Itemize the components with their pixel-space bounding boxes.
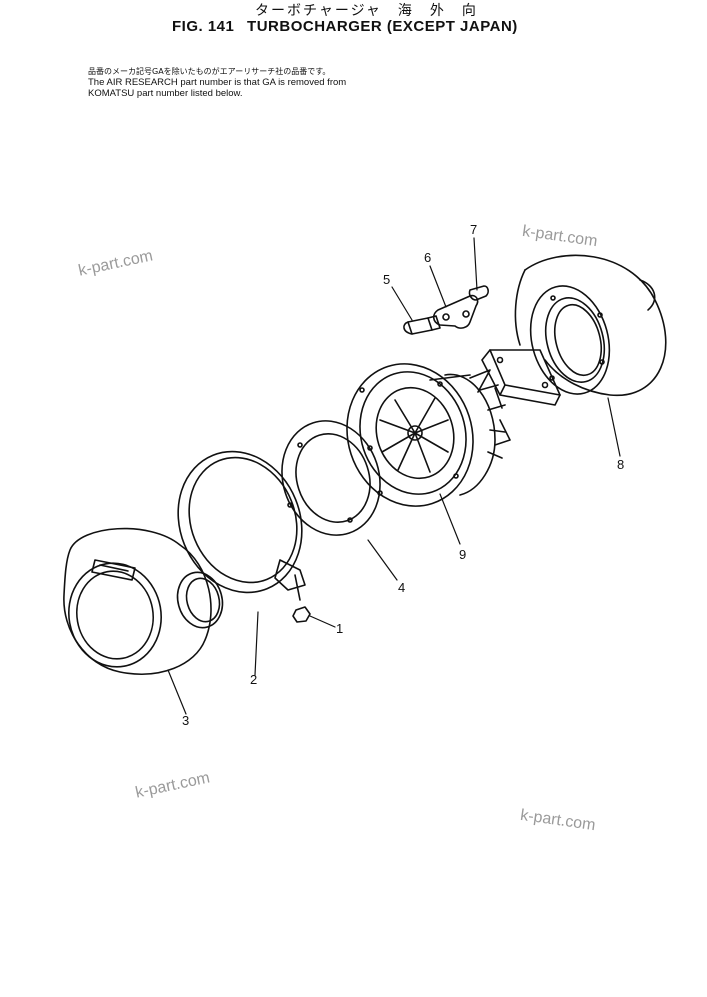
- lock-plate-part-6: [432, 294, 479, 329]
- clamp-part-2: [177, 450, 306, 601]
- callout-8: 8: [617, 457, 624, 472]
- figure-title-row: FIG. 141 TURBOCHARGER (EXCEPT JAPAN): [172, 18, 526, 35]
- callout-4: 4: [398, 580, 405, 595]
- callout-6: 6: [424, 250, 431, 265]
- callout-9: 9: [459, 547, 466, 562]
- callout-7: 7: [470, 222, 477, 237]
- figure-title: TURBOCHARGER (EXCEPT JAPAN): [247, 18, 518, 35]
- gasket-part-4: [281, 420, 381, 536]
- compressor-housing-part-3: [63, 527, 224, 675]
- cartridge-part-9: [346, 363, 511, 507]
- callout-1: 1: [336, 621, 343, 636]
- callout-5: 5: [383, 272, 390, 287]
- turbine-housing-part-8: [481, 254, 667, 406]
- note-line-1: The AIR RESEARCH part number is that GA …: [88, 77, 347, 88]
- bolt-part-5: [403, 315, 441, 335]
- figure-number: FIG. 141: [172, 18, 235, 35]
- lock-part-7: [468, 285, 489, 301]
- note-line-2: KOMATSU part number listed below.: [88, 88, 243, 99]
- nut-part-1: [292, 606, 311, 623]
- part-number-note: 品番のメーカ記号GAを除いたものがエアーリサーチ社の品番です。 The AIR …: [88, 66, 346, 99]
- japanese-title: ターボチャージャ 海 外 向: [255, 3, 478, 19]
- callout-2: 2: [250, 672, 257, 687]
- callout-3: 3: [182, 713, 189, 728]
- leader-lines: [167, 237, 621, 715]
- note-japanese: 品番のメーカ記号GAを除いたものがエアーリサーチ社の品番です。: [88, 67, 331, 76]
